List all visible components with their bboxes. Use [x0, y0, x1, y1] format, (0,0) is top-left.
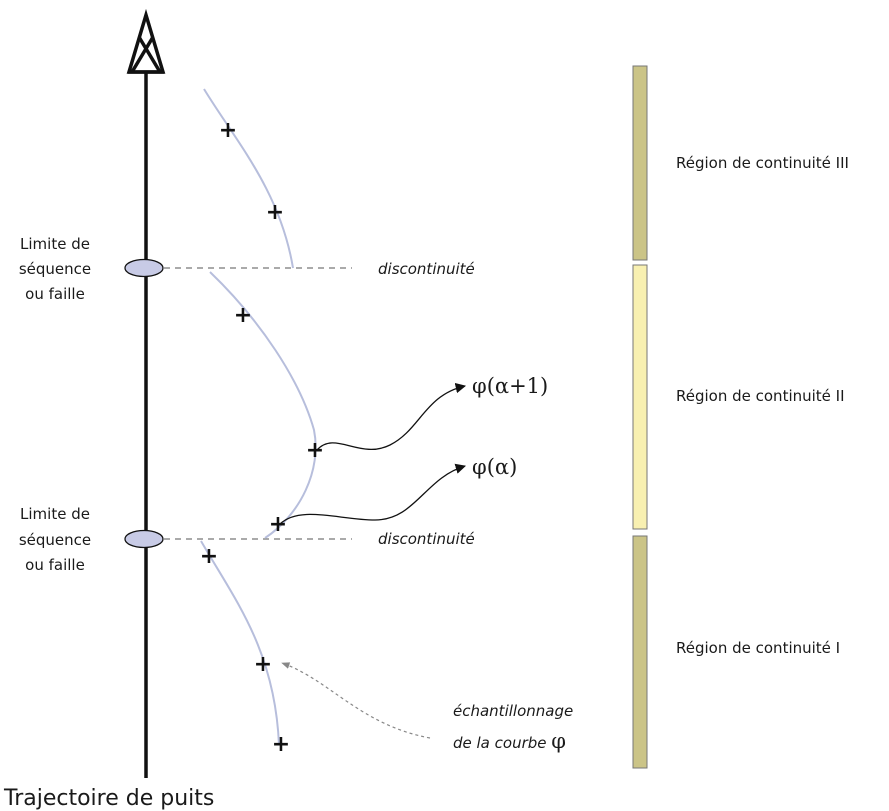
derrick-icon — [126, 8, 166, 74]
sampling-label-prefix: de la courbe — [453, 734, 551, 752]
sample-marker: + — [254, 652, 272, 677]
region-bar-ii — [632, 264, 648, 530]
region-label-iii: Région de continuité III — [676, 154, 849, 172]
sample-marker: + — [269, 512, 287, 537]
phi-current-label: φ(α) — [472, 455, 517, 479]
sample-marker: + — [219, 118, 237, 143]
sampling-label-line1: échantillonnage — [453, 702, 573, 720]
region-label-i: Région de continuité I — [676, 639, 840, 657]
boundary-label-lower-line2: séquence — [19, 531, 91, 549]
arrow-phi-next — [316, 382, 467, 451]
boundary-label-upper-line2: séquence — [19, 260, 91, 278]
arrow-phi-current — [279, 463, 466, 525]
discontinuity-label-lower: discontinuité — [378, 530, 475, 548]
well-title: Trajectoire de puits — [3, 786, 214, 811]
sample-marker: + — [306, 438, 324, 463]
sample-marker: + — [266, 200, 284, 225]
sample-marker: + — [200, 544, 218, 569]
sampling-label-phi: φ — [551, 729, 566, 753]
sequence-boundary-marker-lower — [124, 529, 164, 549]
boundary-label-upper-line1: Limite de — [20, 235, 90, 253]
arrow-sampling — [281, 662, 431, 739]
sample-marker: + — [234, 303, 252, 328]
sequence-boundary-marker-upper — [124, 258, 164, 278]
sampling-label-line2: de la courbe φ — [453, 729, 566, 753]
phi-curve-segment-iii — [203, 88, 294, 269]
sample-marker: + — [272, 732, 290, 757]
region-bar-i — [632, 535, 648, 769]
boundary-label-lower-line1: Limite de — [20, 505, 90, 523]
region-label-ii: Région de continuité II — [676, 387, 845, 405]
region-bar-iii — [632, 65, 648, 261]
boundary-label-lower-line3: ou faille — [25, 556, 85, 574]
discontinuity-label-upper: discontinuité — [378, 260, 475, 278]
boundary-label-upper-line3: ou faille — [25, 285, 85, 303]
phi-curve-segment-i — [200, 540, 280, 746]
phi-curve-segment-ii — [209, 271, 317, 539]
phi-next-label: φ(α+1) — [472, 374, 548, 398]
